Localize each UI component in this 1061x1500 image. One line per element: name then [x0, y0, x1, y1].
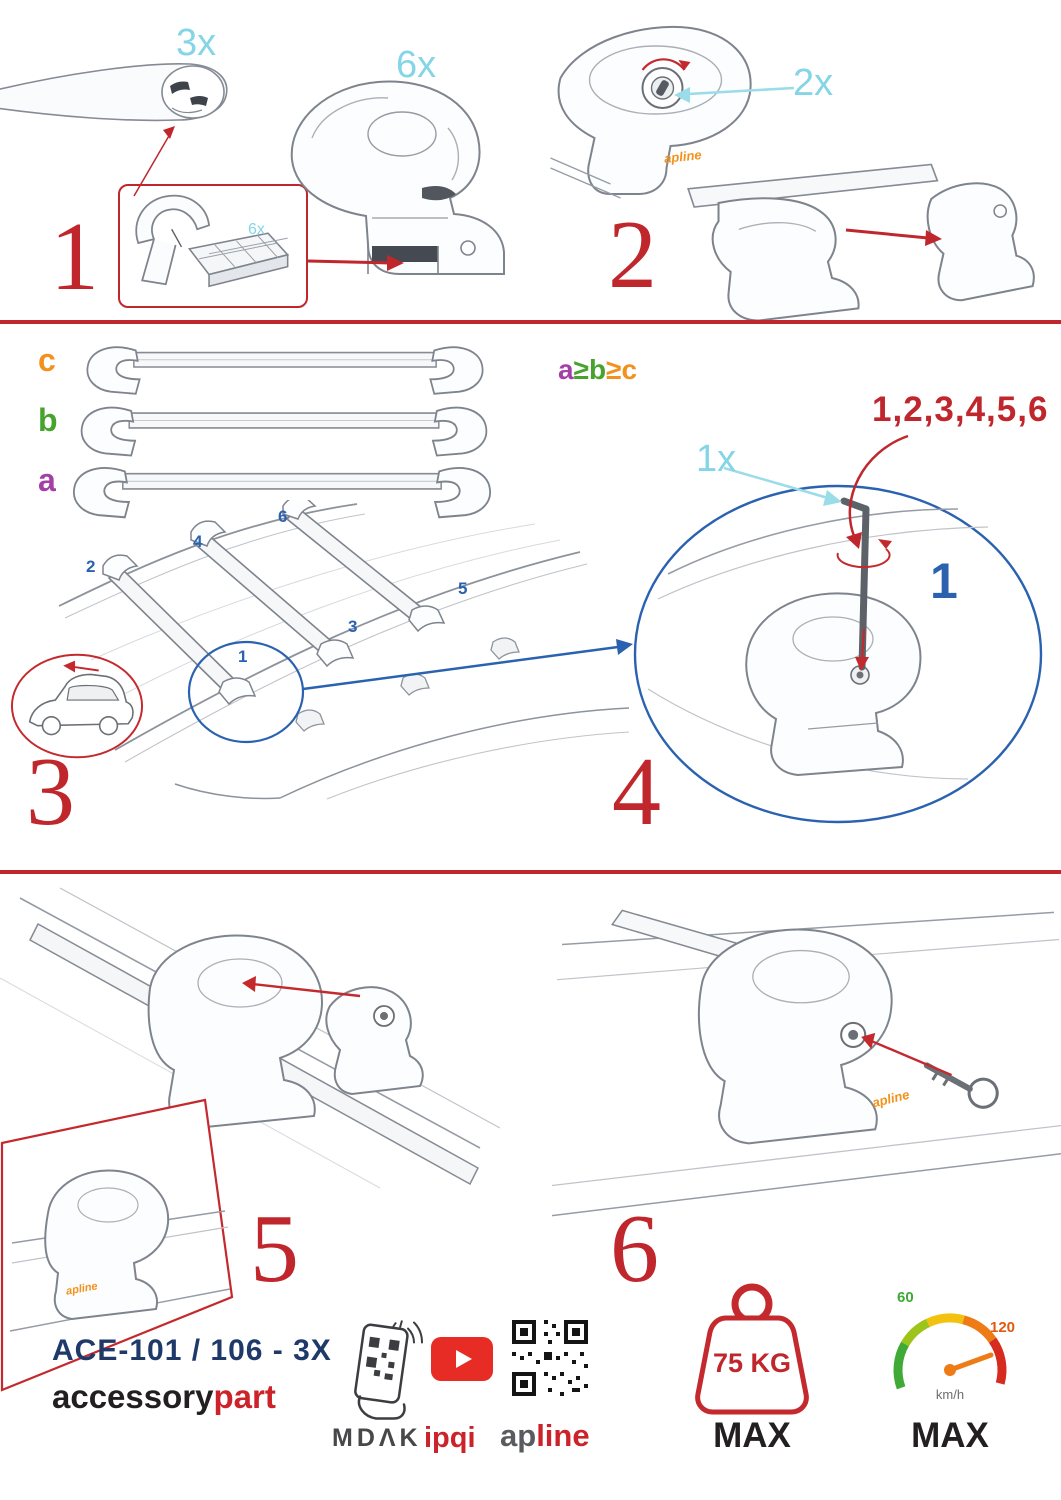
speed-low-label: 60 — [897, 1289, 914, 1306]
position-4-label: 4 — [193, 532, 203, 551]
position-6-label: 6 — [278, 507, 288, 526]
position-1-label: 1 — [238, 647, 248, 666]
foot-assembly-illustration — [290, 80, 505, 275]
key-quantity-label: 1x — [696, 438, 737, 480]
pad-detail-callout-box — [118, 184, 308, 308]
first-step-indicator: 1 — [930, 553, 958, 609]
accessorypart-logo: accessorypart — [52, 1380, 276, 1413]
rubber-pad-detail-illustration — [135, 194, 290, 288]
mdak-logo: MDΛK — [332, 1424, 422, 1452]
rule-gte-2: ≥ — [606, 354, 622, 385]
max-load-value: 75 KG — [712, 1348, 792, 1378]
apline-logo: apline — [500, 1420, 590, 1451]
crossbar-illustration — [0, 62, 228, 122]
brand-part: part — [213, 1378, 276, 1415]
foot-cover-assembly-illustration — [687, 163, 1035, 322]
max-speed-label: MAX — [911, 1416, 989, 1455]
size-order-rule: a≥b≥c — [558, 356, 637, 384]
foot-top-view-illustration — [550, 26, 752, 199]
youtube-icon — [431, 1337, 493, 1381]
position-3-label: 3 — [348, 617, 358, 636]
key-icon — [923, 1062, 999, 1109]
step-6-number: 6 — [610, 1195, 659, 1303]
ipqi-logo: ipqi — [424, 1422, 476, 1454]
bar-a-label: a — [38, 462, 56, 498]
apline-ap: ap — [500, 1418, 537, 1453]
rule-c: c — [621, 354, 638, 385]
step-4-number: 4 — [612, 738, 661, 846]
tightening-sequence-label: 1,2,3,4,5,6 — [872, 390, 1049, 429]
lock-insertion-illustration — [0, 887, 500, 1189]
phone-scan-icon — [354, 1320, 423, 1420]
rule-b: b — [588, 354, 607, 385]
speed-limit-icon — [893, 1313, 1007, 1390]
mounted-foot-inset-illustration — [0, 1098, 234, 1392]
qr-code-icon — [508, 1316, 592, 1400]
bar-b-illustration — [80, 406, 488, 457]
max-load-label: MAX — [713, 1416, 791, 1455]
brand-accessory: accessory — [52, 1378, 214, 1415]
apline-line: line — [536, 1418, 590, 1453]
section-divider-2 — [0, 870, 1061, 874]
rule-a: a — [558, 354, 574, 385]
lock-quantity-label: 2x — [793, 62, 834, 104]
speed-high-label: 120 — [990, 1319, 1016, 1336]
vehicle-side-view-illustration — [10, 653, 144, 759]
key-locking-illustration — [552, 909, 1061, 1217]
bar-a-illustration — [73, 467, 491, 519]
apline-logo-mark: apline — [663, 147, 703, 166]
bar-c-illustration — [86, 346, 484, 395]
step-2-number: 2 — [608, 201, 657, 309]
pad-quantity-label: 6x — [248, 221, 265, 238]
position-2-label: 2 — [86, 557, 96, 576]
section-divider-1 — [0, 320, 1061, 324]
bar-b-label: b — [38, 402, 58, 438]
step-5-number: 5 — [250, 1195, 299, 1303]
product-model-label: ACE-101 / 106 - 3X — [52, 1334, 332, 1367]
step-1-number: 1 — [50, 203, 99, 311]
rule-gte-1: ≥ — [573, 354, 589, 385]
speed-unit-label: km/h — [935, 1387, 965, 1402]
step-3-number: 3 — [26, 738, 75, 846]
weight-limit-icon — [695, 1283, 809, 1415]
foot-quantity-label: 6x — [396, 44, 437, 86]
bar-quantity-label: 3x — [176, 22, 217, 64]
tightening-detail-illustration — [633, 484, 1043, 824]
position-5-label: 5 — [458, 579, 468, 598]
bar-c-label: c — [38, 342, 56, 378]
